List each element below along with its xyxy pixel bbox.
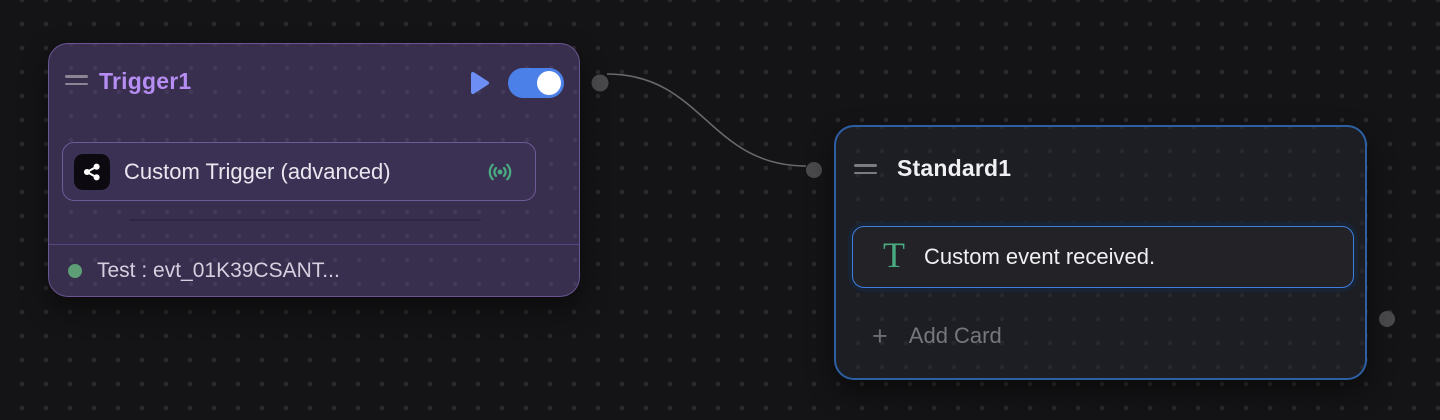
port-trigger1-output[interactable]: [591, 74, 609, 92]
card-slot-divider: [129, 219, 481, 221]
trigger-status-bar[interactable]: Test : evt_01K39CSANT...: [49, 244, 579, 296]
play-icon: [471, 72, 489, 94]
trigger-card[interactable]: Custom Trigger (advanced): [62, 142, 536, 201]
node-standard1[interactable]: Standard1 T Custom event received. + Add…: [834, 125, 1367, 380]
port-standard1-output[interactable]: [1379, 311, 1395, 327]
drag-handle-icon[interactable]: [65, 75, 88, 90]
broadcast-icon: [485, 158, 515, 186]
plus-icon: +: [872, 320, 888, 351]
node-title-standard1: Standard1: [897, 155, 1012, 181]
edge-trigger1-to-standard1: [606, 73, 807, 167]
text-card[interactable]: T Custom event received.: [852, 226, 1354, 288]
toggle-knob: [537, 71, 561, 95]
add-card-label: Add Card: [908, 323, 1002, 348]
port-standard1-input[interactable]: [806, 162, 822, 178]
add-card-button[interactable]: + Add Card: [872, 320, 1002, 352]
status-dot: [68, 263, 82, 278]
text-type-icon: T: [883, 235, 905, 275]
status-text: Test : evt_01K39CSANT...: [97, 258, 340, 282]
trigger-card-label: Custom Trigger (advanced): [124, 158, 391, 184]
drag-handle-icon[interactable]: [854, 164, 877, 179]
node-title-trigger1: Trigger1: [99, 68, 192, 94]
node-trigger1[interactable]: Trigger1 Custom Trigger (advanced): [48, 43, 580, 297]
enabled-toggle[interactable]: [508, 68, 564, 98]
share-icon: [74, 153, 110, 190]
text-card-label: Custom event received.: [924, 244, 1156, 269]
play-button[interactable]: [469, 70, 491, 96]
